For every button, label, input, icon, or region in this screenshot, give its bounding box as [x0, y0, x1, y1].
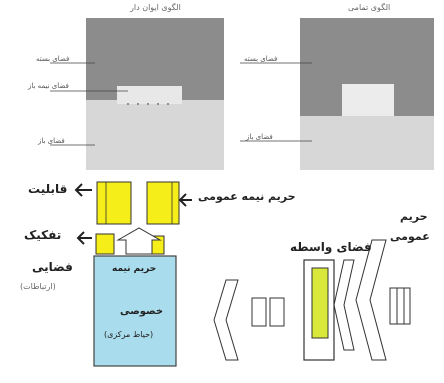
porch-pattern-diagram: الگوی ایوان دار فضای بسته فضای نیمه باز …	[0, 0, 230, 170]
semi-open-space-label: فضای نیمه باز	[28, 82, 69, 90]
arrow-separation	[76, 231, 92, 245]
spatial-note-label: (ارتباطات)	[20, 282, 56, 291]
yellow-small-1	[95, 233, 115, 255]
private-label: خصوصی	[120, 306, 164, 317]
yellow-block-right	[146, 181, 180, 225]
porch-column-dots	[127, 103, 169, 105]
courtyard-label: (حیاط مرکزی)	[104, 330, 154, 339]
full-pattern-drawing	[240, 18, 434, 170]
chevron-mid	[333, 259, 355, 351]
yellow-block-left	[96, 181, 132, 225]
semi-public-label: حریم نیمه عمومی	[198, 190, 296, 203]
porch-pattern-title: الگوی ایوان دار	[130, 3, 181, 12]
closed-space-label: فضای بسته	[244, 55, 278, 63]
notch-open	[342, 84, 394, 116]
intermediate-yellow	[311, 267, 329, 339]
closed-space-mass	[300, 18, 434, 116]
small-box-2	[269, 297, 285, 327]
small-box-1	[251, 297, 267, 327]
public-realm-label-1: حریم	[400, 210, 428, 223]
separation-label: تفکیک	[24, 228, 62, 242]
full-pattern-diagram: الگوی تمامی فضای بسته فضای باز	[230, 0, 444, 170]
semi-open-porch	[117, 86, 182, 104]
open-space-label: فضای باز	[246, 133, 273, 141]
semi-private-label: حریم نیمه	[112, 264, 157, 274]
closed-space-mass	[86, 18, 224, 100]
privacy-sketch-drawing	[74, 181, 411, 367]
arrow-capability	[74, 183, 92, 197]
full-pattern-title: الگوی تمامی	[348, 3, 391, 12]
open-space-label: فضای باز	[38, 137, 65, 145]
chevron-outer-right	[355, 239, 387, 361]
closed-space-label: فضای بسته	[36, 55, 70, 63]
arrow-semi-public	[178, 193, 192, 207]
porch-pattern-drawing	[50, 14, 224, 170]
public-realm-label-2: عمومی	[390, 230, 430, 243]
spatial-label: فضایی	[32, 260, 73, 274]
capability-label: قابلیت	[28, 182, 68, 196]
small-box-3	[389, 287, 411, 325]
gate-arrow	[116, 227, 162, 255]
chevron-outer-left	[213, 279, 239, 361]
intermediate-spaces-label: فضای واسطه	[290, 240, 372, 254]
privacy-sketch: قابلیت تفکیک فضایی (ارتباطات) حریم نیمه …	[0, 170, 444, 383]
